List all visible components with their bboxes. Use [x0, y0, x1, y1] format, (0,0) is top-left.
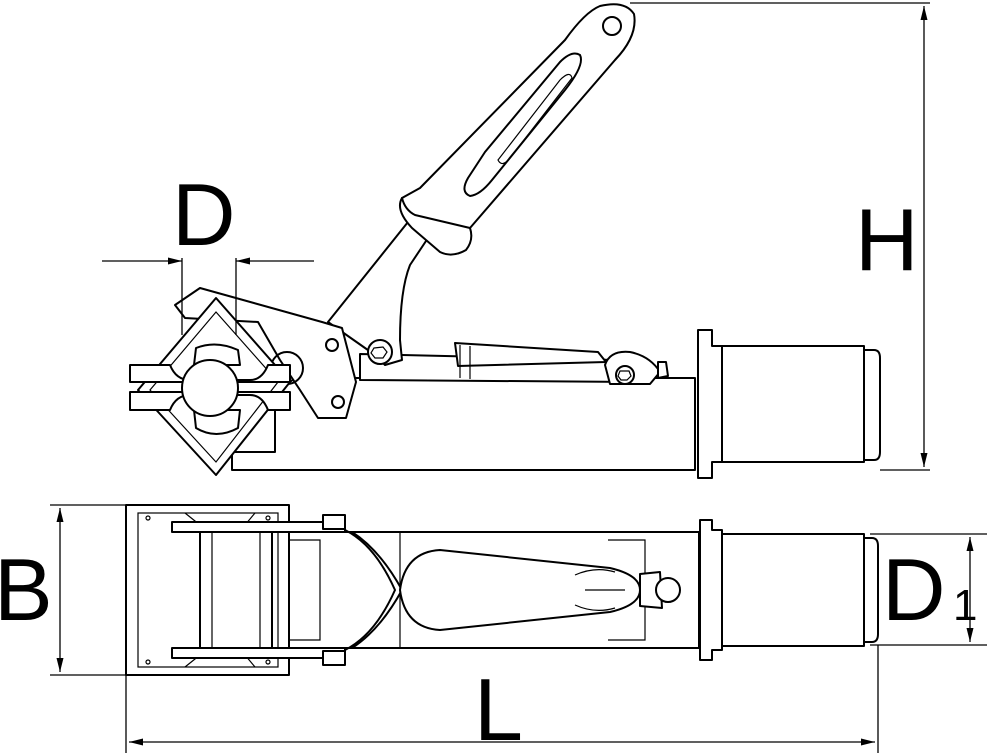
label-d1: D — [882, 540, 946, 639]
side-die-upper — [129, 364, 291, 383]
top-rod-lower — [171, 647, 346, 659]
side-cylinder-cap — [863, 349, 881, 461]
top-cylinder — [721, 533, 865, 647]
side-handle-shaft — [327, 221, 429, 366]
label-l: L — [474, 660, 523, 753]
label-b: B — [0, 540, 53, 639]
label-d1-subscript: 1 — [953, 581, 977, 630]
label-h: H — [855, 190, 919, 289]
side-arm-top — [454, 342, 607, 367]
side-grip-hole — [602, 16, 622, 36]
side-grip-insert — [463, 52, 582, 197]
side-view — [129, 3, 881, 479]
side-die-lower — [129, 391, 291, 411]
side-end-plate — [697, 329, 723, 479]
top-rod-upper — [171, 521, 346, 533]
side-jaw — [174, 287, 357, 419]
side-cylinder — [721, 345, 865, 463]
dimensions — [50, 2, 987, 753]
top-view — [125, 504, 879, 676]
side-pipe — [181, 359, 239, 417]
label-d: D — [172, 165, 236, 264]
top-end-plate — [699, 519, 723, 661]
